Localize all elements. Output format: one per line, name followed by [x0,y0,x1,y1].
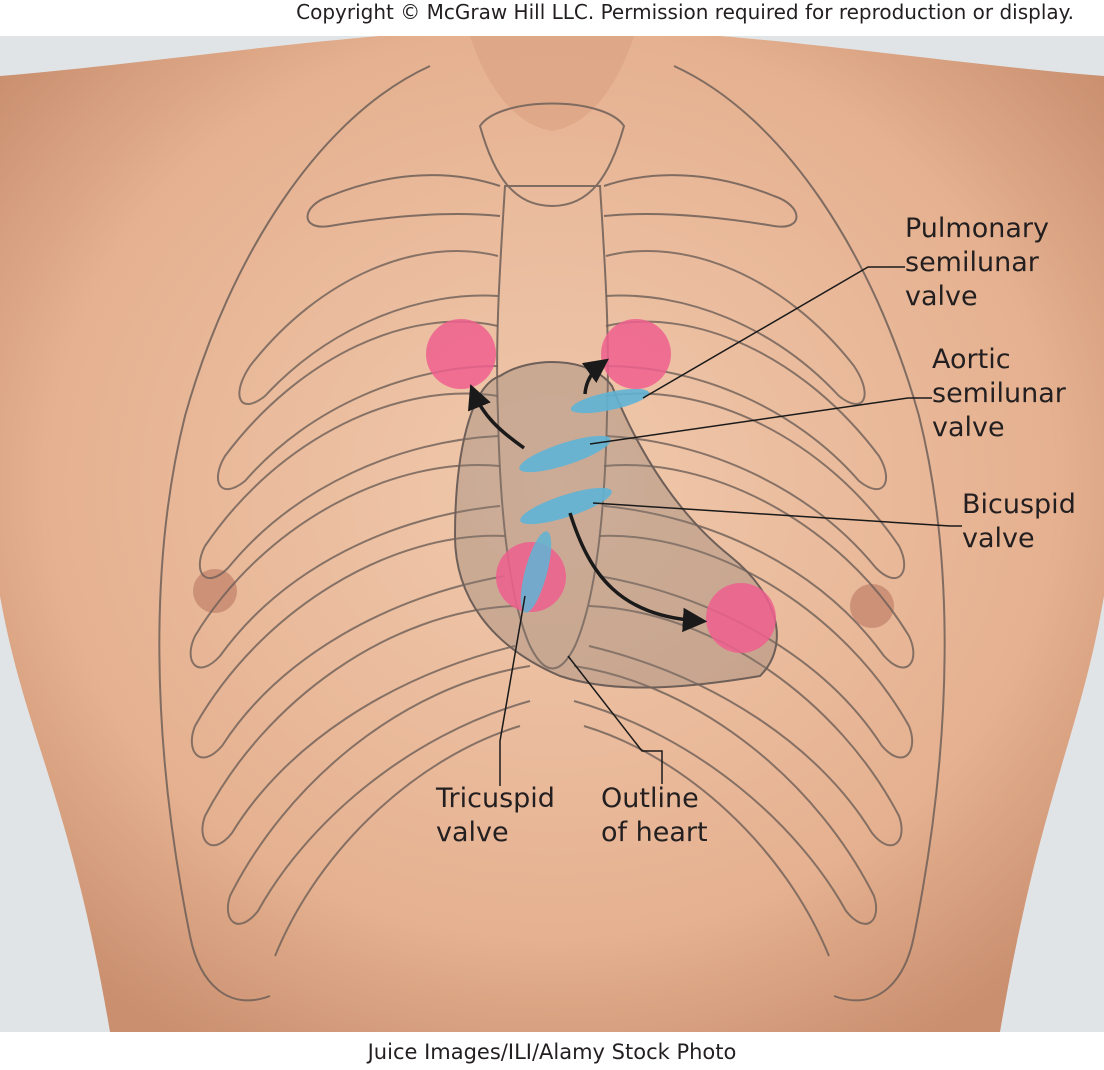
photo-credit: Juice Images/ILI/Alamy Stock Photo [367,1040,737,1064]
pulmonary-valve-label: Pulmonary semilunar valve [905,213,1049,312]
chest-illustration [0,36,1104,1032]
bicuspid-area-circle [706,583,776,653]
tricuspid-leader [499,595,526,786]
bicuspid-arrow [568,512,708,633]
torso [0,36,1104,1032]
copyright-notice: Copyright © McGraw Hill LLC. Permission … [296,0,1074,24]
ribs-left [189,249,531,957]
tricuspid-valve [520,531,552,613]
bicuspid-valve [520,487,612,525]
chest-diagram [0,36,1104,1032]
bicuspid-valve-label: Bicuspid valve [962,489,1076,554]
heart-outline-label: Outline of heart [601,783,708,848]
pulmonary-leader [642,266,905,399]
right-nipple [850,584,894,628]
left-nipple [193,569,237,613]
outline-leader [567,655,663,784]
tricuspid-valve-label: Tricuspid valve [436,783,555,848]
leader-lines [499,266,962,786]
aortic-area-circle [426,319,496,389]
pulmonary-valve [570,388,650,414]
pulmonary-area-circle [601,319,671,389]
bicuspid-leader [592,502,962,527]
aortic-leader [589,397,932,445]
aortic-valve-label: Aortic semilunar valve [932,344,1066,443]
flow-arrows [468,358,708,633]
aortic-arrow [468,384,526,450]
aortic-valve [519,435,611,473]
neck-shadow [470,36,634,131]
pulmonary-arrow [581,358,609,395]
